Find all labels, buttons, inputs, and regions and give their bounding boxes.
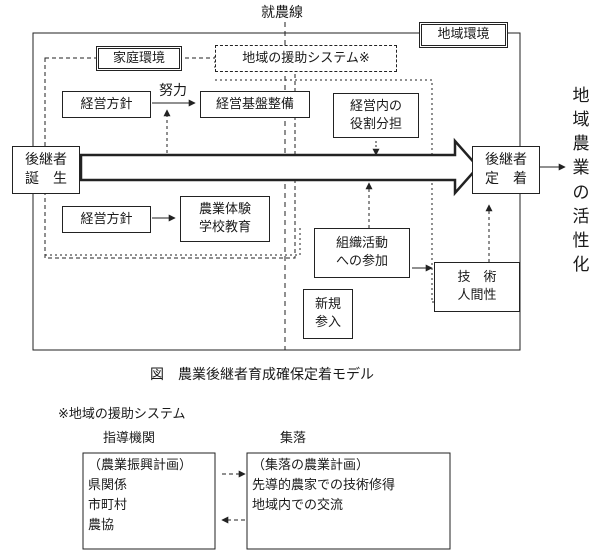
policy-lower-box: 経営方針 [62,206,151,233]
legend-right-box [246,452,451,550]
legend-left-header: 指導機関 [103,431,156,446]
farming-line-label: 就農線 [261,5,303,21]
new-entry-box: 新規 参入 [303,289,353,339]
result-char: 地 [572,86,590,106]
legend-left-item: （農業振興計画） [88,458,193,473]
legend-left-box [82,452,216,550]
new-entry-line2: 参入 [314,315,341,330]
legend-title: ※地域の援助システム [58,407,186,422]
tech-box: 技 術 人間性 [434,262,520,312]
role-sharing-line2: 役割分担 [349,116,402,132]
figure-caption: 図 農業後継者育成確保定着モデル [150,367,374,383]
experience-box: 農業体験 学校教育 [180,196,270,242]
result-char: 性 [572,230,590,251]
org-line2: への参加 [335,254,388,269]
policy-upper-box: 経営方針 [62,91,151,118]
experience-line1: 農業体験 [198,202,251,218]
role-sharing-line1: 経営内の [349,98,402,114]
legend-right-item: 先導的農家での技術修得 [252,478,396,493]
result-char: 化 [572,254,590,275]
family-env-label: 家庭環境 [96,46,182,71]
legend-right-item: （集落の農業計画） [252,458,370,473]
legend-left-list: （農業振興計画） 県関係 市町村 農協 [88,459,192,539]
role-sharing-box: 経営内の 役割分担 [333,93,419,138]
legend-left-item: 県関係 [88,478,128,493]
birth-box: 後継者 誕 生 [12,146,80,194]
regional-support-label: 地域の援助システム※ [215,45,397,72]
legend-right-item: 地域内での交流 [252,498,344,513]
legend-right-list: （集落の農業計画） 先導的農家での技術修得 地域内での交流 [252,459,395,519]
result-char: の [572,182,590,203]
settle-box: 後継者 定 着 [472,146,540,194]
settle-line2: 定 着 [485,171,527,187]
support-connect [45,228,301,256]
regional-env-label: 地域環境 [419,22,508,48]
tech-line2: 人間性 [457,288,497,303]
org-activity-box: 組織活動 への参加 [314,228,410,278]
result-char: 域 [572,110,590,131]
legend-left-item: 農協 [88,518,115,533]
org-line1: 組織活動 [335,236,388,252]
settle-line1: 後継者 [485,152,527,169]
experience-line2: 学校教育 [198,220,251,235]
result-vertical-text: 地 域 農 業 の 活 性 化 [570,84,592,277]
effort-label: 努力 [159,83,187,99]
infrastructure-box: 経営基盤整備 [200,91,310,118]
result-char: 業 [572,158,590,179]
birth-line1: 後継者 [25,152,67,169]
tech-line1: 技 術 [457,270,497,286]
legend-left-item: 市町村 [88,498,128,513]
result-char: 農 [572,134,590,155]
legend-right-header: 集落 [280,431,307,446]
main-arrow [79,137,480,197]
result-char: 活 [572,206,590,227]
new-entry-line1: 新規 [314,297,341,313]
birth-line2: 誕 生 [25,171,67,187]
